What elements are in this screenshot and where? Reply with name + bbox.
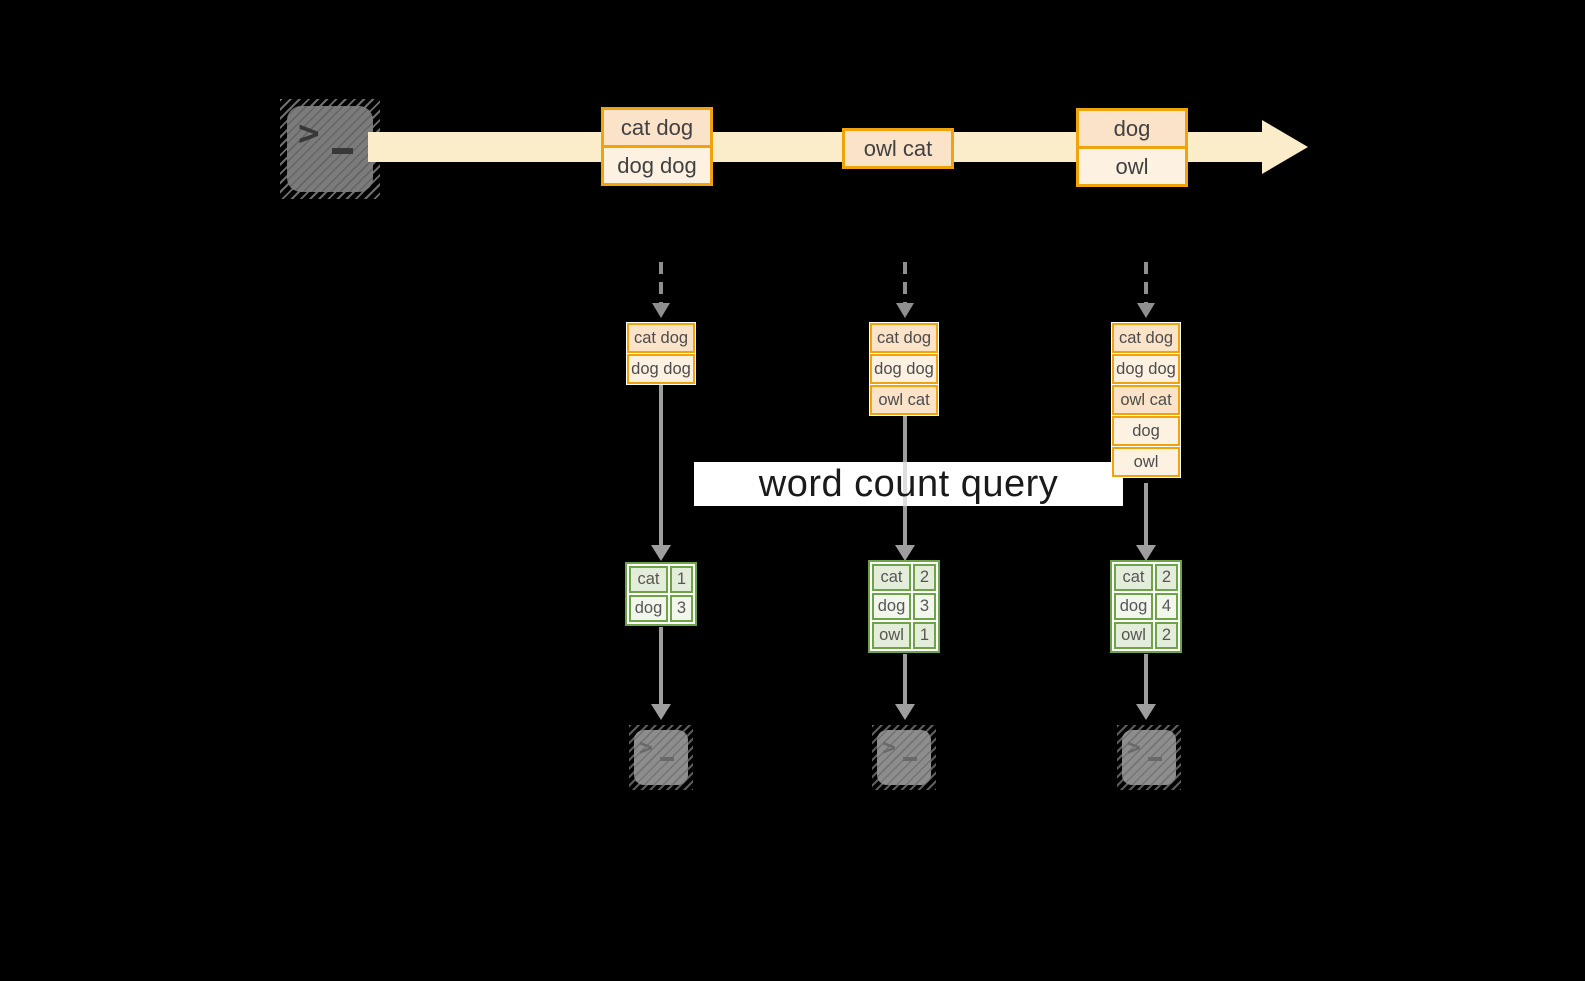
count-table: cat 2 dog 3 owl 1 xyxy=(868,560,940,653)
down-arrow-line xyxy=(903,506,907,545)
down-arrow-line xyxy=(903,415,907,462)
stream-band-arrowhead-icon xyxy=(1262,120,1308,174)
arrowhead-icon xyxy=(1136,704,1156,720)
down-arrow-line xyxy=(903,654,907,704)
arrowhead-icon xyxy=(895,545,915,561)
count-cell: 2 xyxy=(1155,564,1178,591)
count-cell: 1 xyxy=(913,622,936,649)
count-table: cat 2 dog 4 owl 2 xyxy=(1110,560,1182,653)
dashed-down-arrow xyxy=(903,262,907,304)
prompt-chevron-icon: > xyxy=(882,735,896,761)
message-cell: cat dog xyxy=(604,110,710,145)
prompt-cursor-icon xyxy=(660,757,674,761)
query-band xyxy=(694,462,1123,506)
message-cell: owl cat xyxy=(845,131,951,166)
count-table: cat 1 dog 3 xyxy=(625,562,697,626)
buffer-cell: cat dog xyxy=(1112,323,1180,353)
message-cell: dog dog xyxy=(604,148,710,183)
stream-message-box: cat dog dog dog xyxy=(601,107,713,186)
word-cell: cat xyxy=(872,564,911,591)
stream-message-box: owl cat xyxy=(842,128,954,169)
arrowhead-icon xyxy=(895,704,915,720)
down-arrow-line xyxy=(1144,483,1148,545)
count-cell: 1 xyxy=(670,566,693,593)
buffer-stack: cat dog dog dog owl cat xyxy=(869,322,939,416)
count-cell: 2 xyxy=(1155,622,1178,649)
stream-source-terminal-icon: > xyxy=(280,99,380,199)
buffer-cell: dog dog xyxy=(870,354,938,384)
down-arrow-line xyxy=(659,627,663,704)
buffer-cell: cat dog xyxy=(627,323,695,353)
buffer-cell: dog dog xyxy=(1112,354,1180,384)
count-cell: 4 xyxy=(1155,593,1178,620)
prompt-cursor-icon xyxy=(903,757,917,761)
dashed-arrowhead-icon xyxy=(1137,303,1155,318)
buffer-cell: owl cat xyxy=(870,385,938,415)
prompt-chevron-icon: > xyxy=(298,113,320,154)
message-cell: owl xyxy=(1079,149,1185,184)
buffer-cell: owl cat xyxy=(1112,385,1180,415)
arrowhead-icon xyxy=(1136,545,1156,561)
prompt-chevron-icon: > xyxy=(639,735,653,761)
buffer-cell: owl xyxy=(1112,447,1180,477)
arrowhead-icon xyxy=(651,704,671,720)
prompt-cursor-icon xyxy=(1148,757,1162,761)
word-cell: dog xyxy=(1114,593,1153,620)
prompt-cursor-icon xyxy=(332,148,353,154)
prompt-chevron-icon: > xyxy=(1127,735,1141,761)
buffer-stack: cat dog dog dog owl cat dog owl xyxy=(1111,322,1181,478)
count-cell: 3 xyxy=(913,593,936,620)
count-cell: 2 xyxy=(913,564,936,591)
buffer-cell: dog dog xyxy=(627,354,695,384)
word-cell: owl xyxy=(1114,622,1153,649)
word-cell: dog xyxy=(629,595,668,622)
output-terminal-icon: > xyxy=(1117,725,1181,790)
terminal-screen xyxy=(287,106,373,192)
word-cell: dog xyxy=(872,593,911,620)
message-cell: dog xyxy=(1079,111,1185,146)
buffer-stack: cat dog dog dog xyxy=(626,322,696,385)
dashed-arrowhead-icon xyxy=(652,303,670,318)
dashed-down-arrow xyxy=(1144,262,1148,304)
output-terminal-icon: > xyxy=(629,725,693,790)
down-arrow-line xyxy=(659,385,663,545)
output-terminal-icon: > xyxy=(872,725,936,790)
query-label: word count query xyxy=(758,462,1059,505)
buffer-cell: dog xyxy=(1112,416,1180,446)
down-arrow-line xyxy=(1144,654,1148,704)
count-cell: 3 xyxy=(670,595,693,622)
dashed-down-arrow xyxy=(659,262,663,304)
down-arrow-line-over-band xyxy=(903,462,907,506)
word-cell: cat xyxy=(629,566,668,593)
word-cell: owl xyxy=(872,622,911,649)
stream-message-box: dog owl xyxy=(1076,108,1188,187)
buffer-cell: cat dog xyxy=(870,323,938,353)
dashed-arrowhead-icon xyxy=(896,303,914,318)
word-cell: cat xyxy=(1114,564,1153,591)
arrowhead-icon xyxy=(651,545,671,561)
